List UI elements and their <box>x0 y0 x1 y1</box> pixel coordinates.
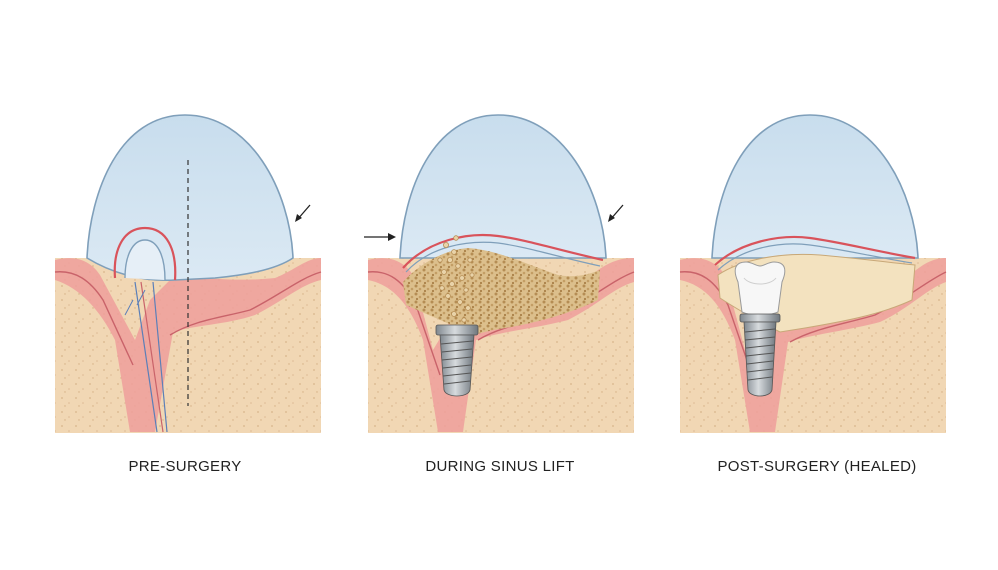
caption-during-sinus-lift: DURING SINUS LIFT <box>425 458 575 475</box>
sinus-cavity <box>86 114 294 282</box>
graft-granules <box>437 235 475 323</box>
gum-tissue <box>55 258 321 432</box>
post-surgery-illustration <box>679 114 947 433</box>
sinus-cavity <box>399 114 607 259</box>
lifted-membrane <box>402 233 604 269</box>
sinus-membrane <box>714 235 916 266</box>
dental-implant <box>739 313 781 397</box>
sinus-membrane <box>113 226 177 281</box>
during-sinus-lift-illustration <box>364 114 635 433</box>
sinus-cavity <box>711 114 919 259</box>
caption-pre-surgery: PRE-SURGERY <box>128 458 242 475</box>
panel-pre-surgery <box>45 100 325 440</box>
pre-surgery-illustration <box>54 114 322 433</box>
panel-post-surgery <box>670 100 950 440</box>
nerve-line <box>134 281 158 433</box>
dental-implant <box>435 324 479 397</box>
dental-crown <box>734 261 786 316</box>
caption-post-surgery: POST-SURGERY (HEALED) <box>717 458 917 475</box>
panel-during-sinus-lift <box>358 100 638 440</box>
